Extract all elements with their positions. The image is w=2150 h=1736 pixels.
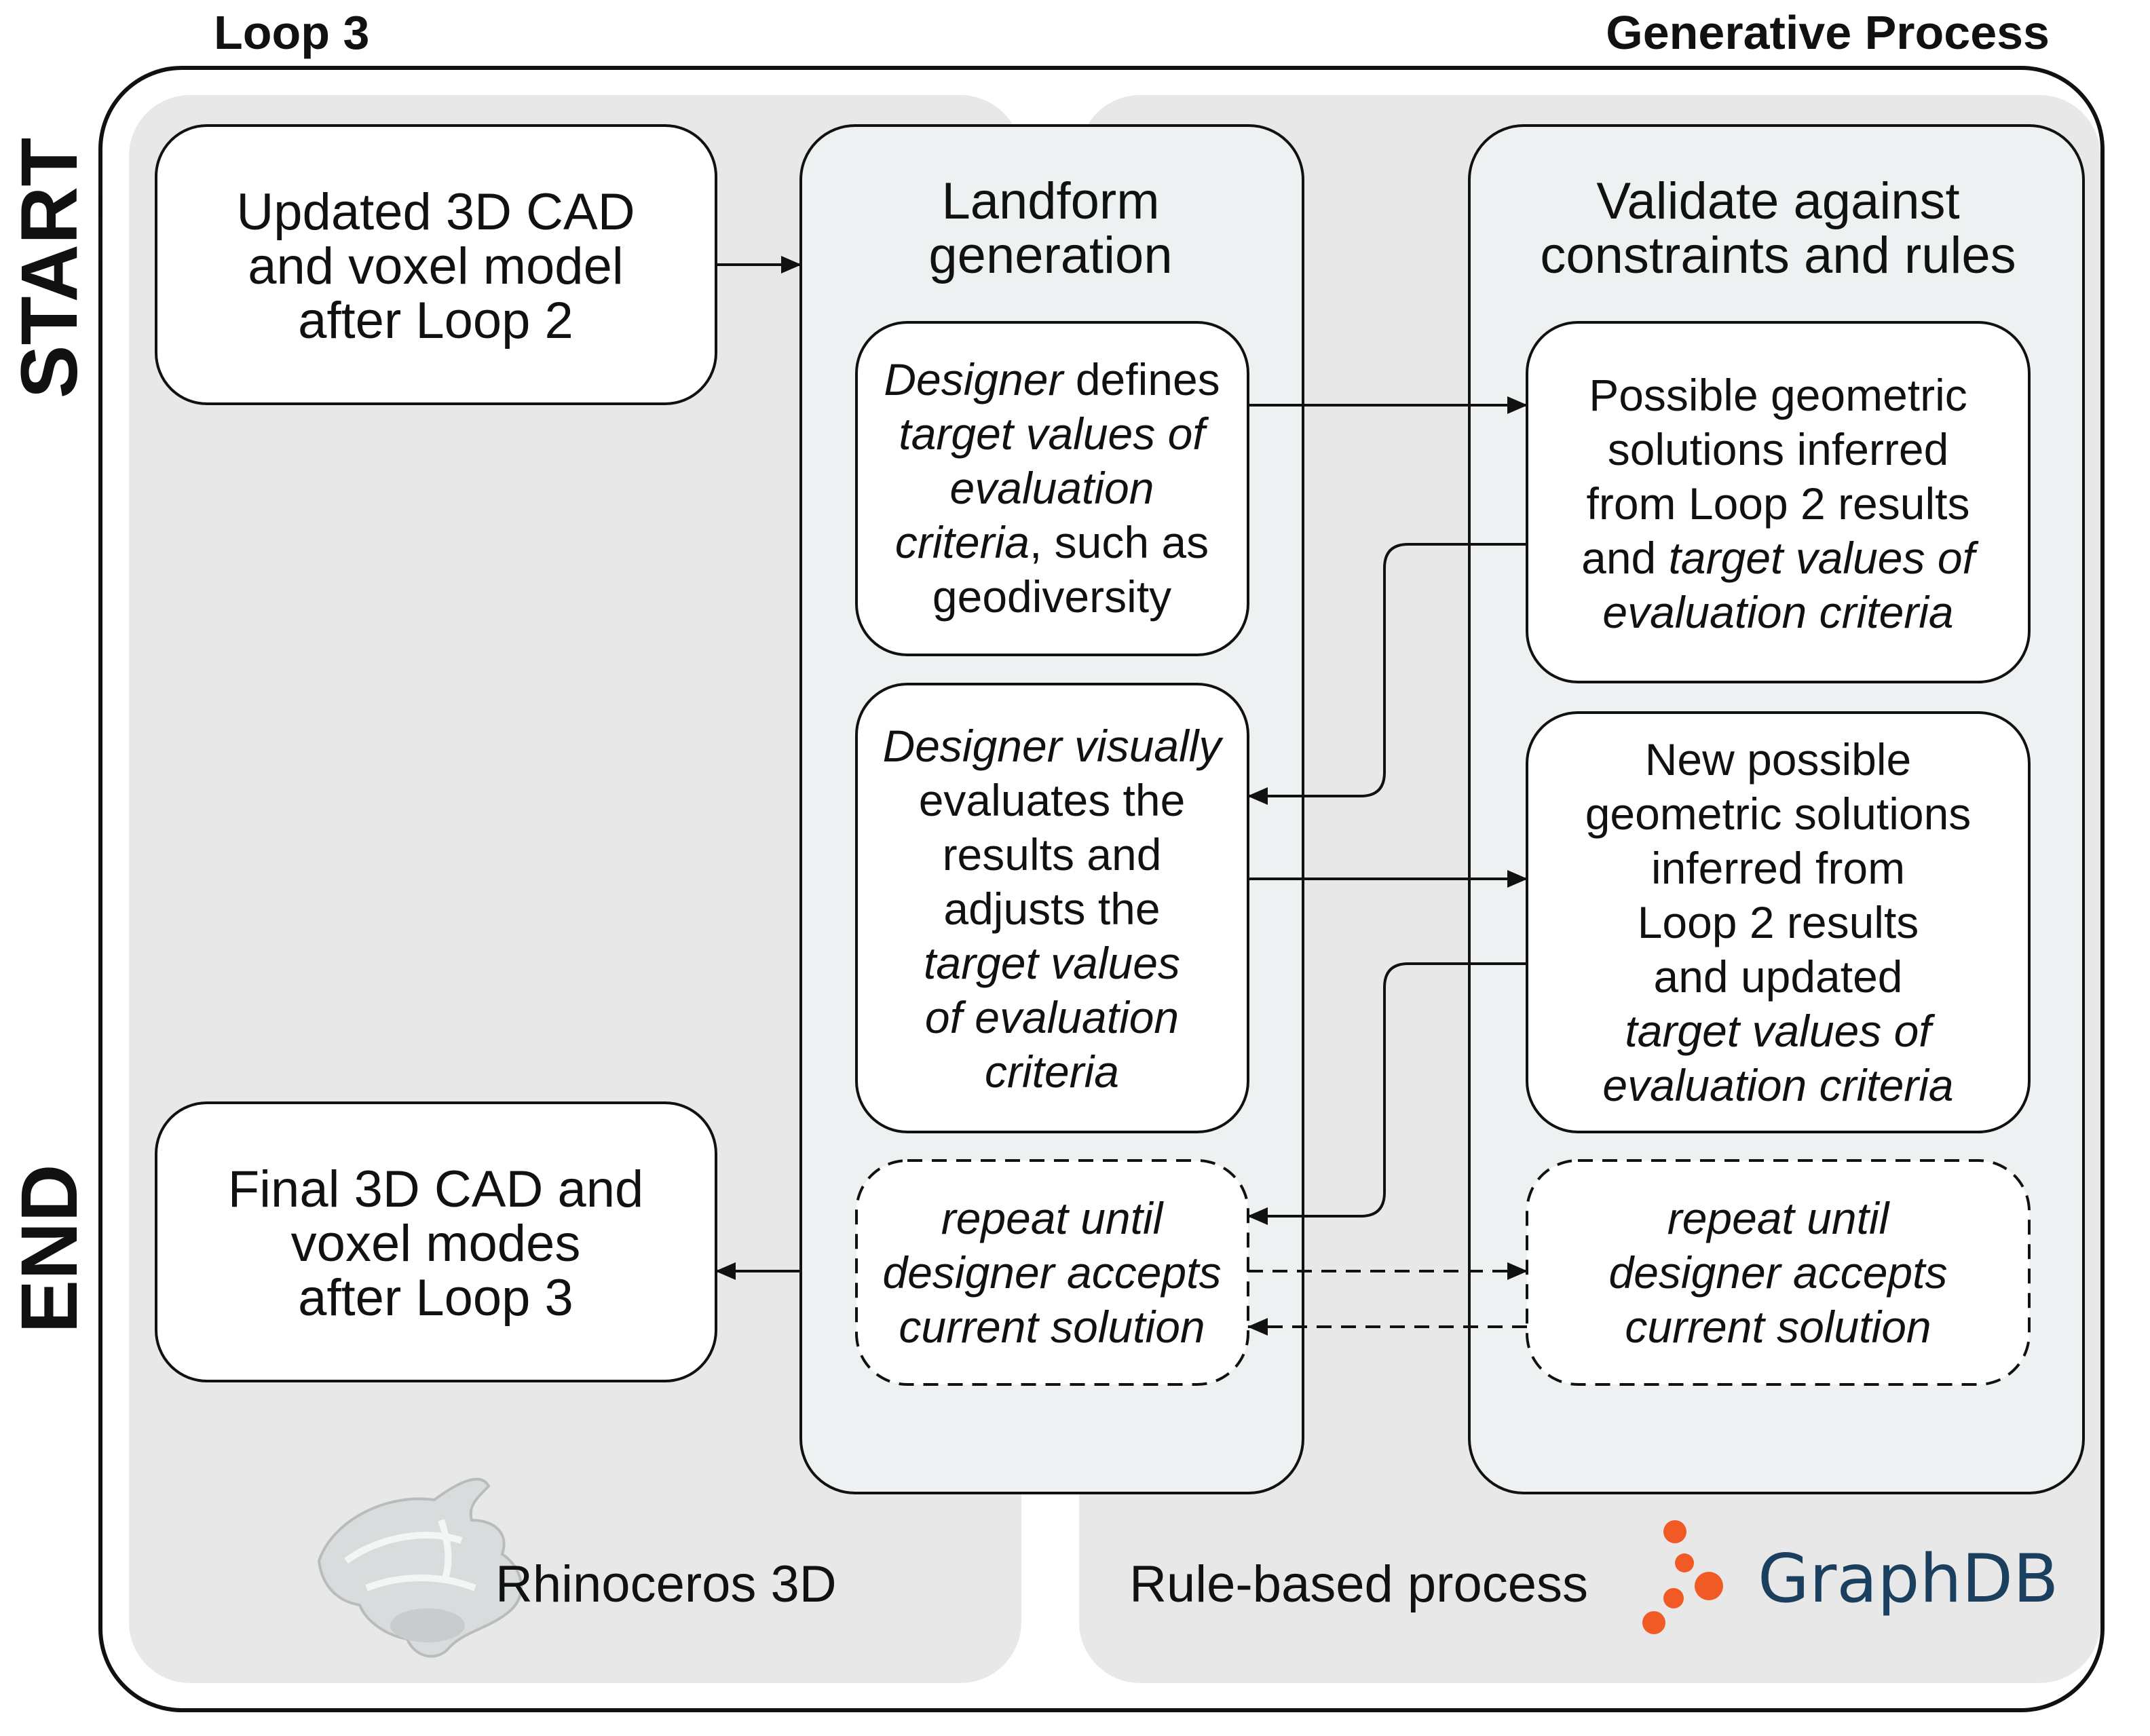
text-segment: geometric solutions bbox=[1585, 789, 1972, 839]
rule-based-label: Rule-based process bbox=[1129, 1555, 1588, 1613]
text-segment: , such as bbox=[1030, 517, 1209, 567]
text-line: after Loop 2 bbox=[298, 292, 573, 350]
text-segment: New possible bbox=[1645, 734, 1912, 785]
text-line: Validate against bbox=[1596, 172, 1959, 230]
graphdb-label: GraphDB bbox=[1758, 1541, 2058, 1618]
text-segment: geodiversity bbox=[932, 571, 1171, 622]
loop-label: Loop 3 bbox=[214, 6, 369, 59]
text-segment: Possible geometric bbox=[1589, 370, 1967, 420]
text-segment: from Loop 2 results bbox=[1587, 478, 1970, 529]
possible-solutions-box bbox=[1526, 321, 2031, 683]
text-segment: criteria bbox=[985, 1046, 1119, 1097]
text-line: designer accepts bbox=[883, 1247, 1222, 1298]
text-segment: Designer visually bbox=[883, 721, 1224, 771]
text-segment: evaluation criteria bbox=[1602, 1060, 1953, 1110]
text-segment: inferred from bbox=[1651, 843, 1905, 893]
text-line: Final 3D CAD and bbox=[228, 1161, 644, 1218]
text-line: current solution bbox=[899, 1302, 1205, 1352]
text-segment: target values of bbox=[1669, 533, 1980, 583]
text-segment: Designer bbox=[884, 354, 1065, 404]
process-label: Generative Process bbox=[1606, 6, 2050, 59]
text-line: designer accepts bbox=[1609, 1247, 1948, 1298]
new-solutions-box bbox=[1526, 711, 2031, 1133]
text-line: voxel modes bbox=[291, 1215, 581, 1272]
text-segment: defines bbox=[1063, 354, 1220, 404]
text-segment: results and bbox=[943, 829, 1162, 880]
start-label: START bbox=[5, 138, 94, 399]
designer-defines-box bbox=[855, 321, 1249, 656]
rhino-logo-icon bbox=[317, 1477, 523, 1658]
text-line: Updated 3D CAD bbox=[236, 183, 635, 241]
text-segment: of evaluation bbox=[925, 992, 1179, 1042]
graphdb-logo-icon bbox=[1642, 1520, 1723, 1634]
text-segment: and updated bbox=[1653, 951, 1902, 1002]
text-line: after Loop 3 bbox=[298, 1269, 573, 1327]
final-model-box bbox=[155, 1101, 717, 1382]
text-line: Landform bbox=[941, 172, 1159, 230]
text-line: constraints and rules bbox=[1540, 227, 2016, 284]
text-segment: target values of bbox=[899, 409, 1209, 459]
text-segment: solutions inferred bbox=[1608, 424, 1949, 474]
designer-evaluates-box bbox=[855, 683, 1249, 1133]
text-segment: criteria bbox=[895, 517, 1030, 567]
text-segment: adjusts the bbox=[943, 884, 1160, 934]
end-label: END bbox=[5, 1164, 94, 1333]
arrow-new-to-repeat bbox=[1247, 962, 1527, 1225]
text-segment: target values of bbox=[1625, 1006, 1936, 1056]
rhino-label: Rhinoceros 3D bbox=[495, 1555, 837, 1613]
text-segment: evaluation bbox=[950, 463, 1154, 513]
repeat-left-box bbox=[855, 1159, 1249, 1386]
text-segment: Loop 2 results bbox=[1638, 897, 1919, 947]
text-line: repeat until bbox=[1667, 1193, 1891, 1243]
arrow-possible-to-evaluates bbox=[1247, 543, 1527, 805]
text-segment: evaluates the bbox=[919, 775, 1186, 825]
text-line: repeat until bbox=[941, 1193, 1165, 1243]
text-segment: evaluation criteria bbox=[1602, 587, 1953, 637]
text-line: generation bbox=[928, 227, 1172, 284]
text-segment: target values bbox=[924, 938, 1180, 988]
text-line: and voxel model bbox=[248, 238, 623, 295]
text-segment: and bbox=[1581, 533, 1668, 583]
text-line: current solution bbox=[1625, 1302, 1931, 1352]
